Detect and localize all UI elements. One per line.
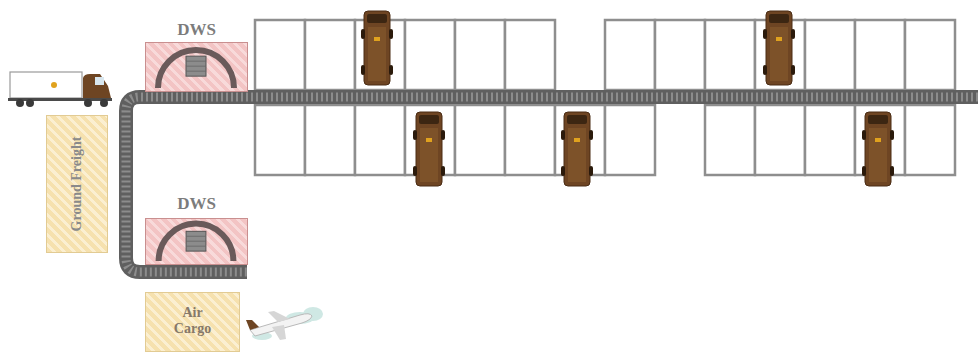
scanner-symbol bbox=[146, 219, 246, 263]
scale-plate bbox=[186, 231, 206, 251]
semi-truck bbox=[8, 72, 112, 107]
dws-box bbox=[145, 218, 248, 265]
delivery-vans bbox=[361, 11, 894, 186]
area-label: Ground Freight bbox=[68, 121, 84, 247]
scanner-arch bbox=[159, 224, 234, 261]
airplane bbox=[246, 307, 323, 340]
scanner-arch bbox=[158, 50, 234, 88]
dws-station: DWS bbox=[145, 194, 248, 265]
conveyor-belt bbox=[126, 97, 978, 272]
station-label: DWS bbox=[145, 20, 248, 42]
air-cargo-area: Air Cargo bbox=[145, 292, 240, 352]
dws-station: DWS bbox=[145, 20, 248, 92]
station-label: DWS bbox=[145, 194, 248, 218]
scanner-symbol bbox=[146, 43, 246, 90]
scale-plate bbox=[186, 56, 206, 76]
dws-box bbox=[145, 42, 248, 92]
area-label: Air Cargo bbox=[146, 293, 239, 337]
ground-freight-area: Ground Freight bbox=[46, 115, 108, 253]
